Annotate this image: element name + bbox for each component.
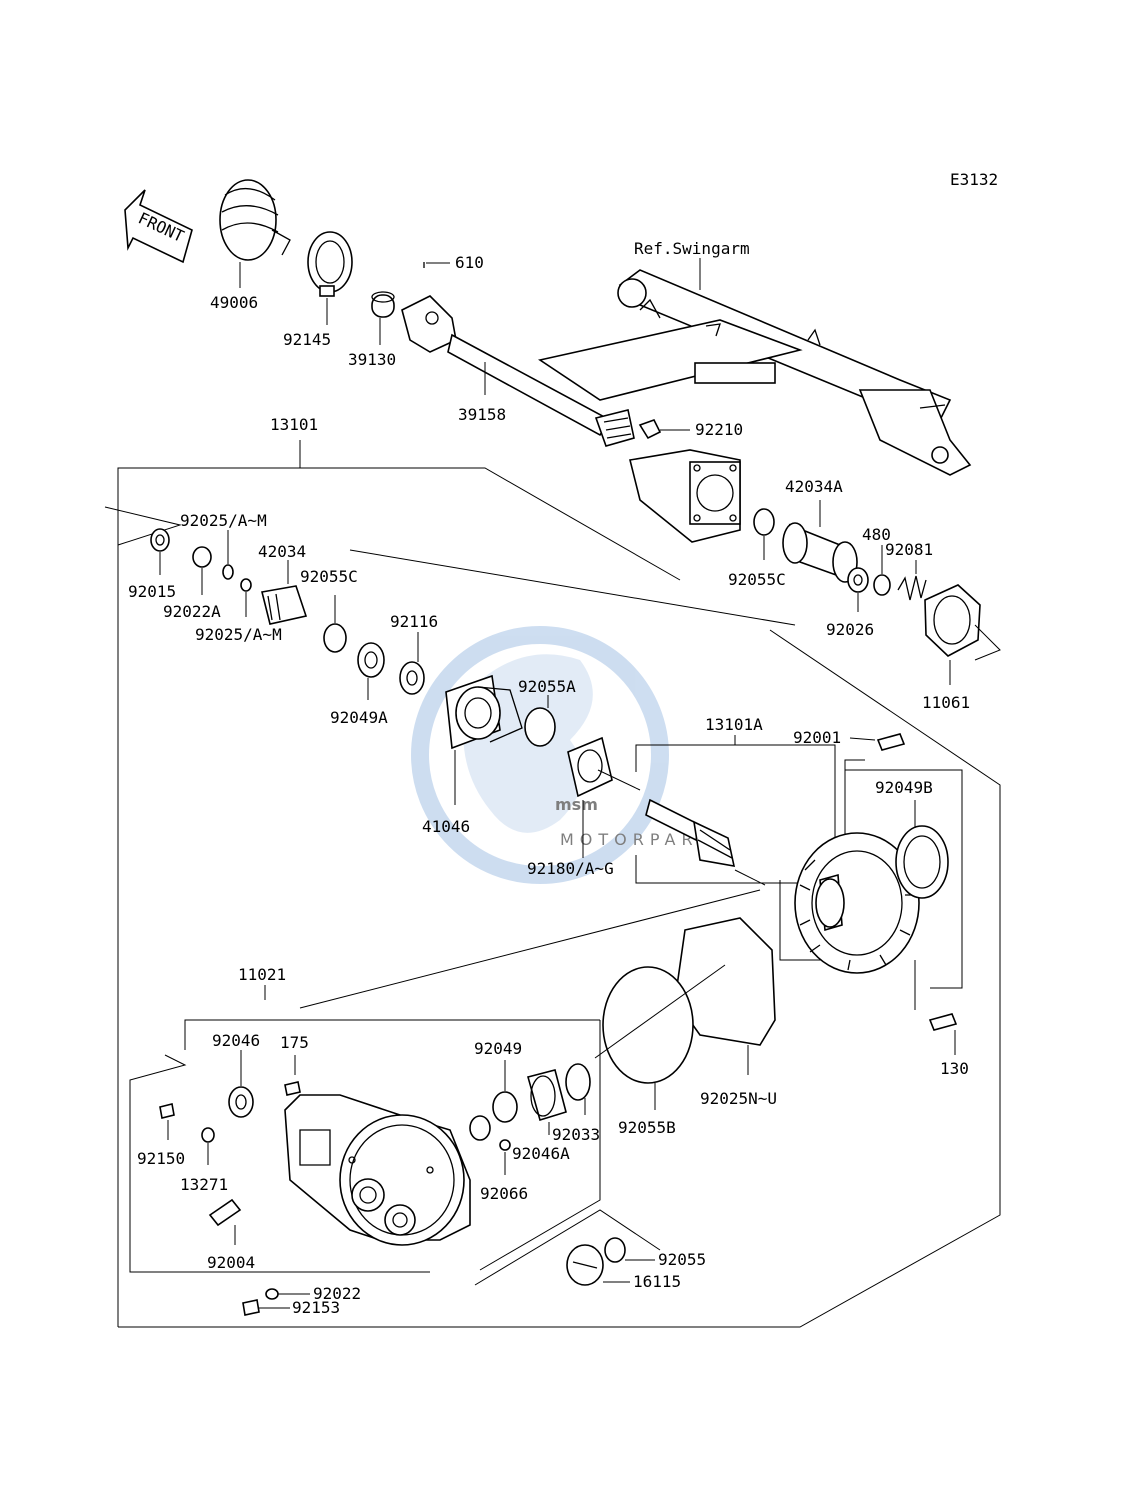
bolt-130 [928,1013,958,1031]
circlip-92033 [565,1063,591,1101]
label-92049: 92049 [474,1039,522,1058]
collar-42034 [261,585,308,625]
nut-92015 [150,528,170,552]
label-11061: 11061 [922,693,970,712]
label-92210: 92210 [695,420,743,439]
label-39158: 39158 [458,405,506,424]
label-92046: 92046 [212,1031,260,1050]
gasket-11061 [924,584,981,657]
label-92055B: 92055B [618,1118,676,1137]
sleeve-42034A [782,522,858,583]
label-16115: 16115 [633,1272,681,1291]
label-92026: 92026 [826,620,874,639]
label-175: 175 [280,1033,309,1052]
label-42034: 42034 [258,542,306,561]
bolt-92153 [242,1299,260,1316]
boot-49006 [219,179,291,261]
shim-92180 [567,736,613,798]
o-ring-92055C-right [753,508,775,536]
assembly-frame-13101 [104,440,1001,1328]
label-13271: 13271 [180,1175,228,1194]
label-49006: 49006 [210,293,258,312]
shim-92025-bottom [240,578,252,592]
watermark-sub: MOTORPARTS [560,830,729,849]
label-92055C-right: 92055C [728,570,786,589]
label-92049B: 92049B [875,778,933,797]
watermark-globe-icon [411,626,669,884]
bolt-92210 [638,419,662,440]
ref-swingarm-label: Ref.Swingarm [634,239,750,258]
bolt-92150 [159,1103,175,1119]
diagram-code: E3132 [950,170,998,189]
label-92022: 92022 [313,1284,361,1303]
washer-92022 [265,1288,279,1300]
bearing-92046 [228,1086,254,1118]
swingarm-pivot-icon [617,278,647,308]
label-92025AM-bottom: 92025/A~M [195,625,282,644]
seal-92049A [357,642,385,678]
label-92055: 92055 [658,1250,706,1269]
label-610: 610 [455,253,484,272]
clamp-92145 [307,231,353,297]
bearing-92046A [527,1069,567,1122]
label-92025AM-top: 92025/A~M [180,511,267,530]
label-92066: 92066 [480,1184,528,1203]
front-arrow-icon [124,189,193,264]
label-92015: 92015 [128,582,176,601]
bolt-92001 [876,733,906,751]
label-11021: 11021 [238,965,286,984]
collar-ring [469,1115,491,1141]
label-92055A: 92055A [518,677,576,696]
label-42034A: 42034A [785,477,843,496]
label-92153: 92153 [292,1298,340,1317]
label-92145: 92145 [283,330,331,349]
label-480: 480 [862,525,891,544]
front-arrow: FRONT [124,189,193,264]
label-92033: 92033 [552,1125,600,1144]
pinion-gear [645,798,736,867]
label-92116: 92116 [390,612,438,631]
ring-39130 [371,291,395,318]
shim-92025-top [222,564,234,580]
label-92025NU: 92025N~U [700,1089,777,1108]
label-92081: 92081 [885,540,933,559]
washer-13271 [201,1127,215,1143]
washer-92022A [192,546,212,568]
watermark-brand: msm [555,795,598,814]
swingarm-end-housing [629,449,741,543]
o-ring-92055 [604,1237,626,1263]
label-92046A: 92046A [512,1144,570,1163]
label-39130: 39130 [348,350,396,369]
stud-92004 [208,1198,242,1227]
ring-gear [794,832,920,974]
seal-92049 [492,1091,518,1123]
washer-92026 [847,567,869,593]
label-92049A: 92049A [330,708,388,727]
spring-92081 [897,575,927,601]
label-92150: 92150 [137,1149,185,1168]
plug-92066 [499,1139,511,1151]
label-13101: 13101 [270,415,318,434]
label-92001: 92001 [793,728,841,747]
bearing-92116 [399,661,425,695]
o-ring-92055C-left [323,623,347,653]
swingarm [537,269,972,476]
stud-175 [284,1081,301,1096]
o-ring-92055A [524,707,556,747]
cap-16115 [566,1244,604,1286]
final-gear-case [284,1094,471,1246]
label-41046: 41046 [422,817,470,836]
label-92004: 92004 [207,1253,255,1272]
frame-13101A [635,744,836,884]
driveshaft-39158 [401,295,635,447]
label-92022A: 92022A [163,602,221,621]
label-130: 130 [940,1059,969,1078]
housing-41046 [445,674,523,750]
o-ring-92055B [602,966,694,1084]
label-92055C-left: 92055C [300,567,358,586]
circlip-480 [873,574,891,596]
label-13101A: 13101A [705,715,763,734]
label-92180: 92180/A~G [527,859,614,878]
